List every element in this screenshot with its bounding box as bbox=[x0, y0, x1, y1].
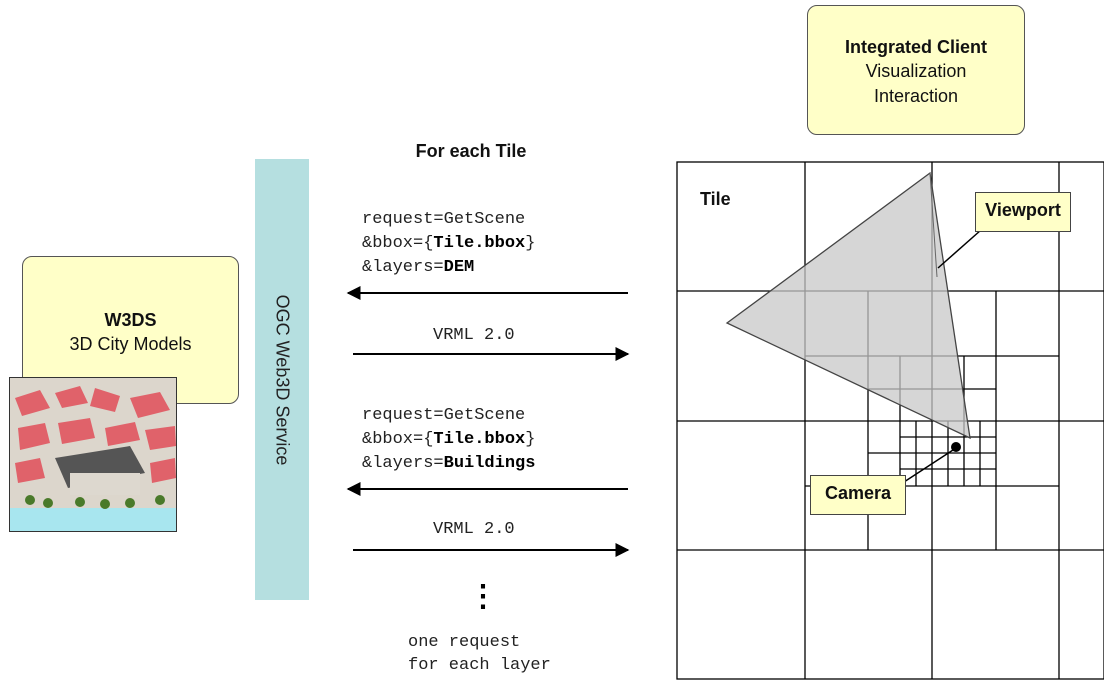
tile-label: Tile bbox=[700, 189, 731, 209]
bbox-suffix: } bbox=[525, 234, 536, 253]
viewport-leader bbox=[937, 229, 982, 269]
client-line2: Interaction bbox=[873, 86, 959, 106]
footnote-line2: for each layer bbox=[408, 656, 551, 675]
bbox-suffix: } bbox=[525, 430, 536, 449]
bbox-value: Tile.bbox bbox=[433, 234, 526, 253]
tile-heading: For each Tile bbox=[415, 141, 527, 161]
ellipsis-icon: ⋮ bbox=[468, 580, 498, 613]
response-vrml: VRML 2.0 bbox=[433, 326, 515, 345]
footnote: one request for each layer bbox=[408, 631, 551, 677]
ogc-web3d-service-bar: OGC Web3D Service bbox=[255, 159, 309, 600]
service-label: OGC Web3D Service bbox=[272, 294, 293, 465]
footnote-line1: one request bbox=[408, 633, 521, 652]
layers-prefix: &layers= bbox=[362, 258, 444, 277]
request-line: request=GetScene bbox=[362, 210, 526, 229]
request-buildings: request=GetScene &bbox={Tile.bbox} &laye… bbox=[362, 404, 535, 476]
frustum-edge bbox=[929, 172, 938, 278]
layers-prefix: &layers= bbox=[362, 454, 444, 473]
city-model-image bbox=[9, 377, 177, 532]
camera-label: Camera bbox=[810, 475, 906, 515]
response-vrml: VRML 2.0 bbox=[433, 520, 515, 539]
w3ds-title: W3DS bbox=[104, 310, 157, 330]
viewport-label: Viewport bbox=[975, 192, 1071, 232]
bbox-value: Tile.bbox bbox=[433, 430, 526, 449]
viewport-frustum bbox=[725, 171, 971, 440]
client-line1: Visualization bbox=[865, 61, 967, 81]
client-title: Integrated Client bbox=[844, 37, 987, 57]
integrated-client-box: Integrated Client Visualization Interact… bbox=[807, 5, 1025, 135]
request-dem: request=GetScene &bbox={Tile.bbox} &laye… bbox=[362, 208, 535, 280]
camera-leader bbox=[903, 449, 954, 483]
bbox-prefix: &bbox={ bbox=[362, 430, 434, 449]
request-line: request=GetScene bbox=[362, 406, 526, 425]
layers-value: Buildings bbox=[443, 454, 536, 473]
w3ds-subtitle: 3D City Models bbox=[69, 334, 192, 354]
camera-dot bbox=[951, 442, 961, 452]
bbox-prefix: &bbox={ bbox=[362, 234, 434, 253]
layers-value: DEM bbox=[443, 258, 475, 277]
